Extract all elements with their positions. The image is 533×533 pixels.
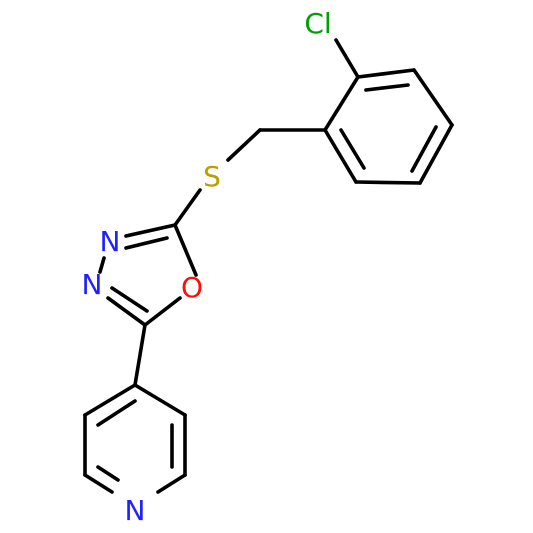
bond <box>124 223 177 238</box>
bond <box>83 383 137 417</box>
bond <box>98 256 106 274</box>
atom-label-cl: Cl <box>304 7 331 40</box>
bond <box>133 323 147 387</box>
bond <box>156 473 187 494</box>
atom-label-o: O <box>181 271 203 304</box>
atom-label-s: S <box>203 160 221 193</box>
bond <box>173 188 202 227</box>
bond <box>354 180 422 185</box>
bond <box>323 75 360 132</box>
bond <box>143 296 182 327</box>
pyridine-ring <box>83 383 187 494</box>
bond <box>410 125 438 173</box>
atom-label-n: N <box>82 268 103 301</box>
bond <box>83 473 114 494</box>
bond <box>96 399 137 427</box>
bond <box>364 83 410 92</box>
bond <box>124 236 169 250</box>
bond <box>418 123 454 185</box>
bond <box>173 223 198 277</box>
bond <box>323 128 358 184</box>
oxadiazole-ring <box>98 223 198 327</box>
bond <box>226 128 262 162</box>
bond <box>339 128 366 170</box>
bond <box>96 465 120 482</box>
atom-label-n: N <box>100 225 121 258</box>
bond <box>110 286 149 313</box>
bond <box>133 383 187 417</box>
bond-c-cl <box>334 38 360 79</box>
atom-label-n: N <box>125 494 146 527</box>
bond <box>106 296 147 327</box>
benzene-ring <box>323 68 454 185</box>
bond <box>412 68 454 127</box>
bond <box>356 68 416 79</box>
